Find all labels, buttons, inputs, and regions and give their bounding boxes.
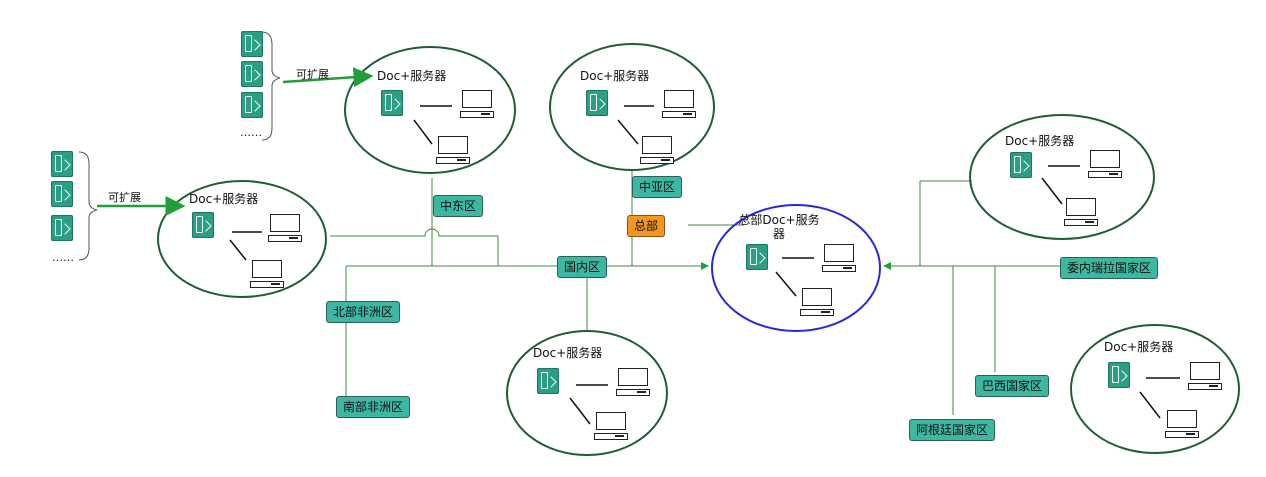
expandable-label: 可扩展 xyxy=(296,68,329,81)
computer-icon xyxy=(822,244,856,274)
hq-server-title: 总部Doc+服务器 xyxy=(738,213,820,241)
computer-icon xyxy=(460,90,494,120)
computer-icon xyxy=(594,412,628,442)
region-label-central-asia: 中亚区 xyxy=(632,176,683,198)
computer-icon xyxy=(436,136,470,166)
server-icon xyxy=(192,212,214,238)
expansion-server-icon xyxy=(51,181,73,207)
region-label-headquarters: 总部 xyxy=(627,215,666,237)
region-label-venezuela: 委内瑞拉国家区 xyxy=(1060,257,1159,279)
region-label-middle-east: 中东区 xyxy=(433,195,484,217)
computer-icon xyxy=(250,260,284,290)
site-server-title: Doc+服务器 xyxy=(533,346,603,360)
expansion-braces xyxy=(78,31,281,261)
expandable-label: 可扩展 xyxy=(108,191,141,204)
server-icon xyxy=(1010,152,1032,178)
site-server-title: Doc+服务器 xyxy=(1104,340,1174,354)
site-server-title: Doc+服务器 xyxy=(580,69,650,83)
computer-icon xyxy=(640,136,674,166)
site-boundaries xyxy=(157,43,1240,456)
expansion-server-icon xyxy=(51,215,73,241)
computer-icon xyxy=(662,90,696,120)
region-label-brazil: 巴西国家区 xyxy=(975,375,1050,397)
server-icon xyxy=(586,90,608,116)
server-icon xyxy=(1108,362,1130,388)
server-icon xyxy=(537,368,559,394)
computer-icon xyxy=(1165,410,1199,440)
region-label-china: 国内区 xyxy=(557,256,608,278)
region-label-north-africa: 北部非洲区 xyxy=(326,301,401,323)
computer-icon xyxy=(1188,362,1222,392)
expansion-server-icon xyxy=(241,92,263,118)
expansion-ellipsis: …… xyxy=(240,126,262,139)
expansion-arrows xyxy=(97,67,374,216)
expansion-server-icon xyxy=(241,31,263,57)
region-label-south-africa: 南部非洲区 xyxy=(336,396,411,418)
computer-icon xyxy=(616,368,650,398)
computer-icon xyxy=(268,214,302,244)
expansion-ellipsis: …… xyxy=(52,251,74,264)
site-server-title: Doc+服务器 xyxy=(1005,134,1075,148)
site-server-title: Doc+服务器 xyxy=(189,192,259,206)
region-label-argentina: 阿根廷国家区 xyxy=(909,419,996,441)
server-icon xyxy=(381,90,403,116)
expansion-server-icon xyxy=(241,61,263,87)
internal-links xyxy=(229,105,1180,425)
expansion-server-icon xyxy=(51,151,73,177)
computer-icon xyxy=(800,288,834,318)
computer-icon xyxy=(1088,150,1122,180)
computer-icon xyxy=(1064,198,1098,228)
site-server-title: Doc+服务器 xyxy=(377,69,447,83)
server-icon xyxy=(746,244,768,270)
